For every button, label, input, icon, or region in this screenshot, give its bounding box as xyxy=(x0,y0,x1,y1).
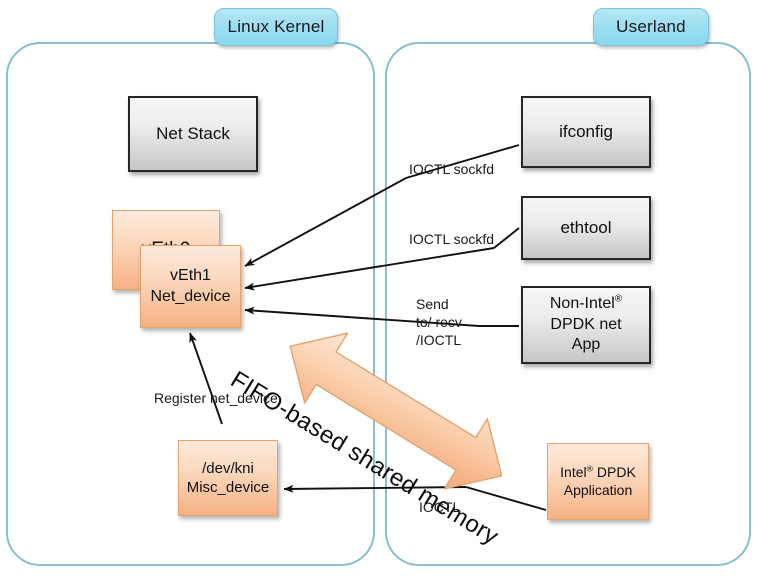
node-veth1-net-device[interactable]: vEth1 Net_device xyxy=(140,245,241,328)
node-intel-dpdk-label-line1-tail: DPDK xyxy=(593,463,636,480)
node-net-stack-label: Net Stack xyxy=(156,124,230,144)
node-intel-dpdk-label-line1-text: Intel xyxy=(560,463,587,480)
registered-mark-icon-2: ® xyxy=(586,462,594,473)
edge-label-send-recv-ioctl: Send to/ recv /IOCTL xyxy=(416,295,462,350)
edge-label-register-net-device: Register net_device xyxy=(154,390,278,406)
edge-label-ioctl-sockfd-2: IOCTL sockfd xyxy=(409,231,495,247)
edge-label-ioctl-sockfd-1: IOCTL sockfd xyxy=(409,161,495,177)
panel-title-userland: Userland xyxy=(593,8,709,46)
node-intel-dpdk-label-line2: Application xyxy=(563,481,633,498)
edge-label-send-recv-line3: /IOCTL xyxy=(416,332,462,349)
node-net-stack[interactable]: Net Stack xyxy=(128,96,258,172)
node-intel-dpdk-application[interactable]: Intel® DPDK Application xyxy=(547,443,649,520)
panel-linux-kernel xyxy=(6,42,375,566)
node-ethtool[interactable]: ethtool xyxy=(521,196,651,260)
node-dev-kni-misc-device[interactable]: /dev/kni Misc_device xyxy=(178,440,278,516)
panel-title-linux-kernel-label: Linux Kernel xyxy=(227,17,325,36)
node-ifconfig-label: ifconfig xyxy=(559,122,613,142)
node-non-intel-dpdk-net-app[interactable]: Non-Intel® DPDK net App xyxy=(521,286,651,364)
edge-label-send-recv-line2: to/ recv xyxy=(416,314,462,331)
node-non-intel-label-line1: Non-Intel® xyxy=(550,294,622,314)
registered-mark-icon: ® xyxy=(614,293,623,305)
panel-title-userland-label: Userland xyxy=(616,17,686,36)
panel-title-linux-kernel: Linux Kernel xyxy=(214,8,338,46)
node-dev-kni-label-line2: Misc_device xyxy=(186,479,270,496)
panel-userland xyxy=(385,42,751,566)
node-non-intel-label-line1-text: Non-Intel xyxy=(549,295,615,313)
node-non-intel-label-line3: App xyxy=(571,336,601,354)
edge-label-send-recv-line1: Send xyxy=(416,296,449,312)
node-ethtool-label: ethtool xyxy=(560,218,612,238)
node-dev-kni-label-line1: /dev/kni xyxy=(202,459,254,477)
node-ifconfig[interactable]: ifconfig xyxy=(521,96,651,168)
node-intel-dpdk-label-line1: Intel® DPDK xyxy=(560,464,636,482)
node-veth1-label-line1: vEth1 xyxy=(170,267,211,285)
node-non-intel-label-line2: DPDK net xyxy=(550,315,622,333)
node-veth1-label-line2: Net_device xyxy=(150,287,231,305)
edge-label-ioctl-3: IOCTL xyxy=(419,499,461,515)
